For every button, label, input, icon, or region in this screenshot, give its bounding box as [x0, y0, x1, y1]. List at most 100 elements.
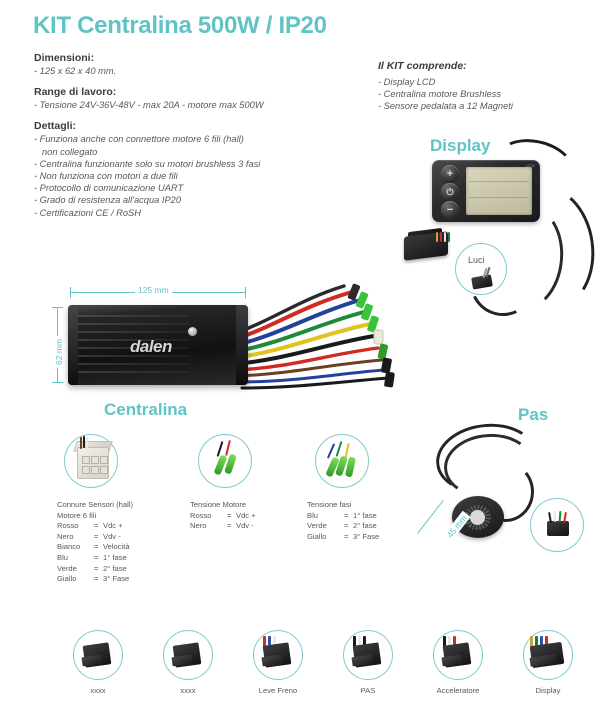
spec-heading-range: Range di lavoro:: [34, 86, 117, 99]
legend-key: Giallo: [307, 531, 327, 541]
controller-end-cap-left: [68, 305, 78, 385]
display-lcd-screen: [466, 167, 532, 215]
section-heading-pas: Pas: [518, 405, 549, 424]
legend-key: Nero: [190, 521, 207, 531]
spec-line-comprende-1: - Centralina motore Brushless: [378, 89, 501, 100]
legend-equals: =: [94, 531, 99, 541]
legend-key: Rosso: [57, 521, 79, 531]
legend-equals: =: [227, 510, 232, 520]
legend-key: Verde: [307, 521, 327, 531]
legend-value: 2° fase: [353, 521, 377, 531]
page-title: KIT Centralina 500W / IP20: [33, 12, 327, 39]
spec-line-dettagli-1: non collegato: [42, 146, 98, 157]
legend-title-motor-0: Tensione Motore: [190, 500, 247, 509]
legend-row: Blu=1° fase: [57, 553, 187, 564]
legend-key: Giallo: [57, 574, 77, 584]
display-power-button[interactable]: ⏻: [441, 183, 459, 201]
wire-bundle-svg: [230, 283, 395, 390]
legend-equals: =: [227, 521, 232, 531]
spec-line-dettagli-2: - Centralina funzionante solo su motori …: [34, 158, 261, 169]
bottom-connector-wires: [263, 636, 289, 648]
legend-row: Rosso = Vdc +: [57, 521, 187, 532]
pas-hub-center: [470, 510, 485, 525]
pas-plug-body: [547, 521, 569, 536]
bottom-connector-label: xxxx: [180, 686, 196, 695]
legend-key: Rosso: [190, 510, 212, 520]
phase-lead-green: [335, 441, 343, 457]
legend-key: Nero: [57, 531, 74, 541]
controller-heatsink-fins: [72, 313, 190, 379]
spec-heading-comprende: Il KIT comprende:: [378, 60, 467, 72]
legend-row: Nero = Vdv -: [57, 532, 187, 543]
spec-heading-dimensioni: Dimensioni:: [34, 52, 95, 64]
spec-line-dimensioni-0: - 125 x 62 x 40 mm.: [34, 66, 117, 76]
pas-sensor-photo: [430, 418, 600, 558]
connector-block-pins: [436, 232, 454, 244]
display-brand-label: LCD: [525, 163, 535, 168]
bottom-connector-label: PAS: [360, 686, 376, 695]
legend-equals: =: [344, 521, 349, 531]
controller-brand-label: dalen: [130, 337, 172, 356]
display-plus-button[interactable]: +: [441, 165, 459, 183]
bottom-connector-wires: [353, 636, 379, 648]
legend-equals: =: [94, 542, 99, 552]
legend-text-hall: Connure Sensori (hall) Motore 6 fili Ros…: [57, 500, 187, 585]
legend-equals: =: [94, 521, 99, 531]
bottom-connector-label: xxxx: [90, 686, 106, 695]
legend-circle-motor-voltage: [198, 434, 252, 488]
legend-value: 1° fase: [103, 552, 127, 562]
dimension-cap-bottom: [52, 382, 63, 384]
display-body: LCD + ⏻ −: [432, 160, 540, 222]
legend-value: Vdc +: [236, 510, 256, 520]
legend-row: Verde = 2° fase: [307, 521, 422, 532]
legend-equals: =: [94, 574, 99, 584]
legend-circle-hall-connector: [64, 434, 118, 488]
legend-key: Blu: [57, 552, 68, 562]
legend-value: Vdv -: [236, 521, 254, 531]
spec-line-comprende-2: - Sensore pedalata a 12 Magneti: [378, 101, 513, 112]
bottom-connector-label: Leve Freno: [258, 686, 298, 695]
legend-value: 3° Fase: [103, 574, 130, 584]
luci-label: Luci: [468, 255, 485, 265]
legend-key: Verde: [57, 563, 77, 573]
bottom-connector-label: Acceleratore: [436, 686, 480, 695]
spec-line-comprende-0: - Display LCD: [378, 77, 436, 87]
hall-wire-white: [86, 437, 88, 449]
legend-row: Blu=1° fase: [307, 511, 422, 522]
controller-wire-bundle-photo: [230, 278, 432, 398]
display-minus-button[interactable]: −: [441, 201, 459, 219]
legend-row: Rosso = Vdc +: [190, 511, 305, 522]
pas-plug-wire-black: [548, 511, 553, 524]
display-connector-block-photo: [400, 227, 456, 266]
legend-value: 2° fase: [103, 563, 127, 573]
dimension-label-height: 62 mm: [54, 336, 64, 368]
legend-equals: =: [344, 531, 349, 541]
legend-text-motor-voltage: Tensione Motore Rosso = Vdc + Nero = Vdv -: [190, 500, 305, 532]
wire-terminals: [347, 283, 395, 388]
pas-connector-photo: [542, 510, 574, 538]
legend-row: Verde = 2° fase: [57, 564, 187, 575]
legend-equals: =: [94, 563, 99, 573]
bottom-connector-label: Display: [535, 686, 561, 695]
hall-wire-brown: [80, 437, 82, 449]
legend-equals: =: [344, 510, 349, 520]
legend-key: Blu: [307, 510, 318, 520]
spec-left-column: Dimensioni: - 125 x 62 x 40 mm. Range di…: [34, 52, 364, 219]
legend-text-phases: Tensione fasi Blu=1° fase Verde=2° fase …: [307, 500, 422, 542]
legend-row: Nero = Vdv -: [190, 521, 305, 532]
spec-line-dettagli-5: - Grado di resistenza all'acqua IP20: [34, 195, 181, 206]
legend-value: Velocità: [103, 542, 130, 552]
legend-value: Vdv -: [103, 531, 121, 541]
spec-line-dettagli-3: - Non funziona con motori a due fili: [34, 171, 178, 182]
controller-button-dot: [188, 327, 197, 336]
dimension-cap-right: [245, 287, 247, 298]
display-unit-photo: LCD + ⏻ −: [432, 160, 540, 222]
spec-right-column: Il KIT comprende: - Display LCD - Centra…: [378, 60, 593, 113]
section-heading-display: Display: [430, 136, 491, 155]
legend-row: Bianco=Velocità: [57, 542, 187, 553]
bottom-connector-wires: [443, 636, 469, 648]
hall-connector-body: [77, 447, 109, 479]
bottom-connector-wires: [530, 636, 560, 648]
legend-value: Vdc +: [103, 521, 123, 531]
spec-heading-dettagli: Dettagli:: [34, 120, 76, 133]
